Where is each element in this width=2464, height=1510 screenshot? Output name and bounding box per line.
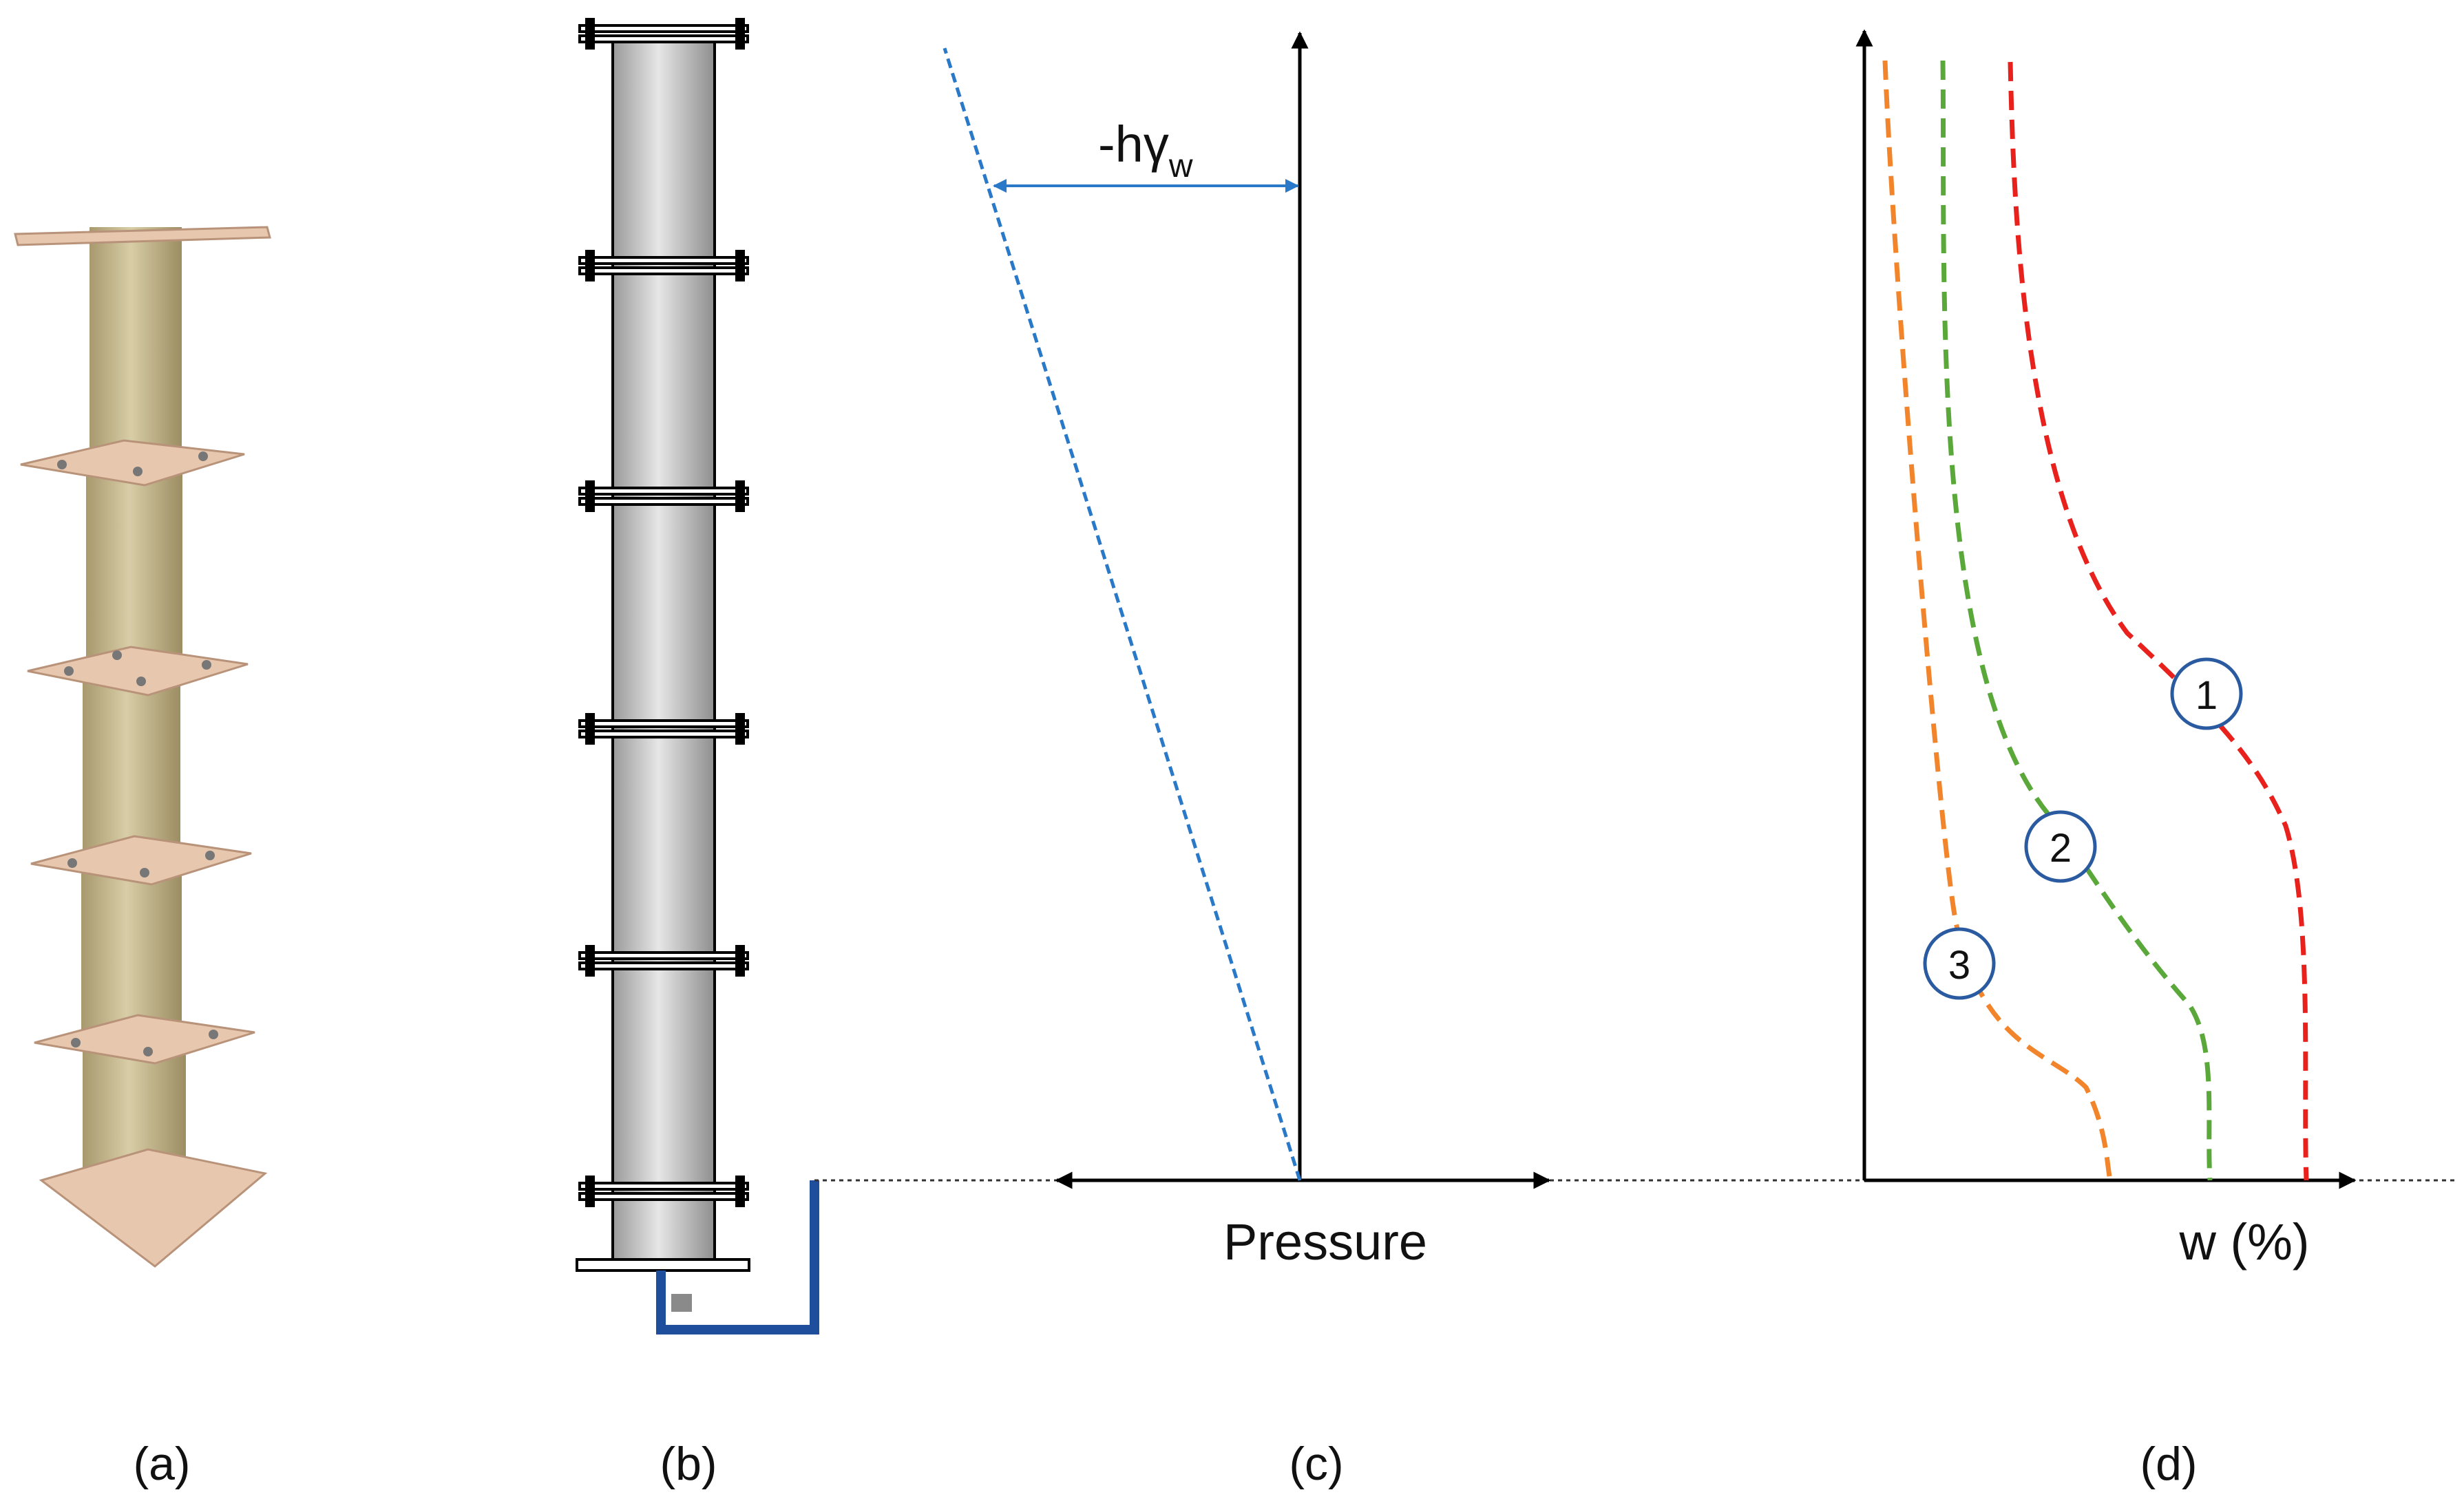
flange xyxy=(578,1176,749,1207)
flange-plate xyxy=(30,835,252,886)
column-tube-segment xyxy=(89,227,182,454)
curve-1 xyxy=(2008,61,2309,1181)
bolt-icon xyxy=(735,18,745,50)
bolt-icon xyxy=(585,1176,595,1207)
suction-annotation-label: -hγw xyxy=(1098,116,1193,184)
caption-b: (b) xyxy=(660,1438,717,1490)
bolt-icon xyxy=(735,250,745,281)
water-content-axis-label: w (%) xyxy=(2178,1213,2309,1270)
bolt-icon xyxy=(735,945,745,977)
bolt-icon xyxy=(735,713,745,745)
curve-1-marker: 1 xyxy=(2170,657,2243,730)
panel-a-photo xyxy=(14,226,271,1268)
flange xyxy=(578,250,749,281)
curve-3-marker: 3 xyxy=(1923,927,1996,1000)
flange xyxy=(578,480,749,512)
column-tube-segment xyxy=(86,468,182,668)
bolt-icon xyxy=(585,18,595,50)
flange xyxy=(578,945,749,977)
flange-plate xyxy=(14,226,271,246)
bolt-icon xyxy=(585,713,595,745)
suction-line xyxy=(943,47,1302,1181)
flange-plate xyxy=(34,1014,255,1065)
curve-3 xyxy=(1882,60,2113,1181)
caption-a: (a) xyxy=(133,1438,190,1490)
bolt-icon xyxy=(735,1176,745,1207)
caption-d: (d) xyxy=(2140,1438,2197,1490)
panel-c-pressure xyxy=(943,31,1551,1189)
flange xyxy=(578,713,749,745)
bottom-plate xyxy=(576,1258,750,1272)
svg-text:3: 3 xyxy=(1948,943,1970,988)
curve-2 xyxy=(1940,60,2213,1181)
flange-plate xyxy=(20,439,245,487)
panel-d-water-content: 1 2 3 xyxy=(1855,29,2357,1189)
manometer-tube xyxy=(656,1180,819,1334)
column-tube-segment xyxy=(83,678,180,857)
bolt-icon xyxy=(735,480,745,512)
svg-text:1: 1 xyxy=(2196,673,2218,718)
valve-icon xyxy=(671,1294,692,1312)
svg-text:2: 2 xyxy=(2050,826,2072,871)
pressure-axis-label: Pressure xyxy=(1223,1213,1427,1270)
bolt-icon xyxy=(585,480,595,512)
curve-2-marker: 2 xyxy=(2024,810,2097,883)
flange-plate xyxy=(27,646,249,696)
flange-group xyxy=(578,18,749,1207)
panel-b-schematic xyxy=(576,18,819,1334)
base-plate xyxy=(39,1148,268,1268)
soil-column xyxy=(611,40,716,1268)
column-tube-segment xyxy=(81,867,182,1039)
flange xyxy=(578,18,749,50)
bolt-icon xyxy=(585,945,595,977)
caption-c: (c) xyxy=(1289,1438,1343,1490)
bolt-icon xyxy=(585,250,595,281)
